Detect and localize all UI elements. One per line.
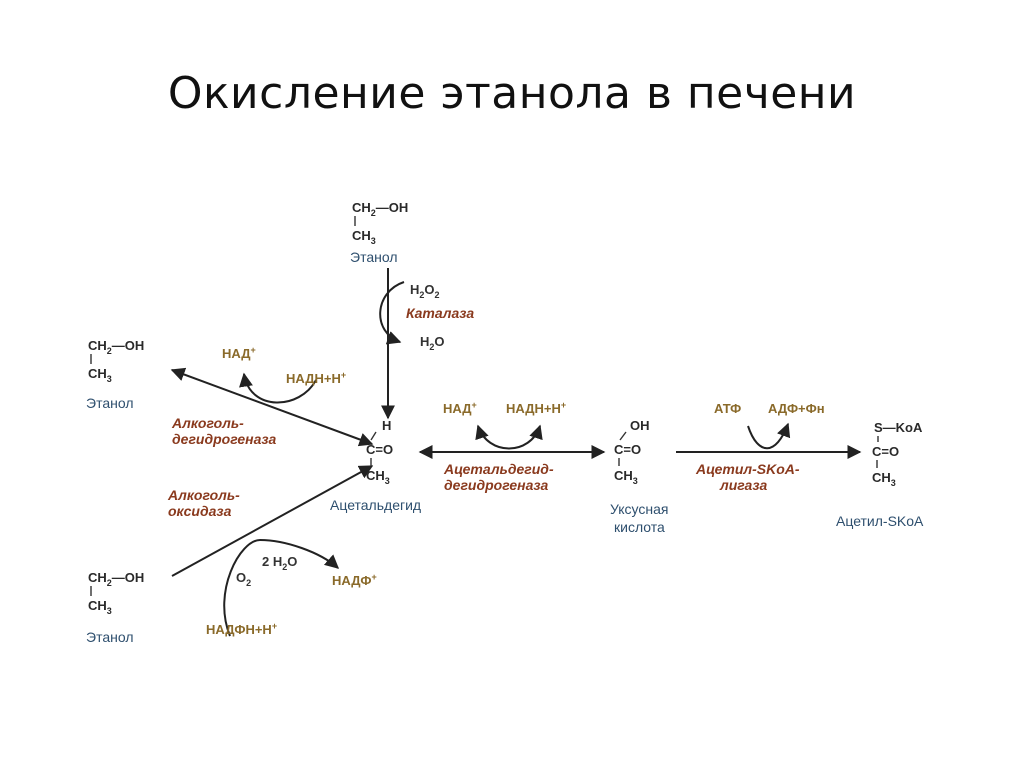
nad-label-adh: НАД+ [222,345,256,361]
acetyl-scoa-structure: S—KoA C=O CH3 Ацетил-SKoA [836,420,924,529]
enzyme-adh-line2: дегидрогеназа [172,431,277,447]
adh-arrow [170,367,374,447]
nadh-label-aldh: НАДН+Н+ [506,400,566,416]
enzyme-ligase-line2: лигаза [719,477,767,493]
bond [370,431,377,441]
nadh-label-adh: НАДН+Н+ [286,370,346,386]
enzyme-aldh-line1: Ацетальдегид- [443,461,554,477]
formula-ch3-acid: CH3 [614,468,638,486]
ethanol-label-top: Этанол [350,249,397,265]
formula-ch3-acetaldehyde: CH3 [366,468,390,486]
nad-label-aldh: НАД+ [443,400,477,416]
formula-ch2oh-left: CH2—OH [88,338,144,356]
oxidase-cofactor-arc [223,538,340,637]
acetic-acid-structure: OH C=O CH3 Уксусная кислота [610,418,669,535]
ethanol-structure-top: CH2—OH CH3 Этанол [350,200,408,265]
acetic-acid-label-1: Уксусная [610,501,669,517]
acetaldehyde-structure: H C=O CH3 Ацетальдегид [330,418,421,513]
o2-label: O2 [236,570,251,588]
ligase-cofactor-arc [747,422,791,450]
acetyl-scoa-label: Ацетил-SKoA [836,513,924,529]
enzyme-adh-line1: Алкоголь- [171,415,244,431]
catalase-cofactor-arc [379,281,405,345]
formula-ch3-top: CH3 [352,228,376,246]
enzyme-oxidase-line1: Алкоголь- [167,487,240,503]
atp-label: АТФ [714,401,741,416]
formula-ch3-left: CH3 [88,366,112,384]
two-h2o-label: 2 H2O [262,554,297,572]
nadp-label: НАДФ+ [332,572,377,588]
ethanol-structure-left: CH2—OH CH3 Этанол [86,338,144,411]
formula-ch3-bottom: CH3 [88,598,112,616]
h2o-label-top: H2O [420,334,445,352]
group-oh: OH [630,418,650,433]
ethanol-label-left: Этанол [86,395,133,411]
ethanol-structure-bottom: CH2—OH CH3 Этанол [86,570,144,645]
formula-c-o-scoa: C=O [872,444,899,459]
formula-ch2oh-top: CH2—OH [352,200,408,218]
h2o2-label: H2O2 [410,282,440,300]
group-s-koa: S—KoA [874,420,923,435]
nadph-label: НАДФН+Н+ [206,621,277,637]
bond [619,431,627,441]
enzyme-oxidase-line2: оксидаза [168,503,232,519]
slide-title: Окисление этанола в печени [167,68,857,119]
enzyme-aldh-line2: дегидрогеназа [444,477,549,493]
enzyme-ligase-line1: Ацетил-SKoA- [695,461,800,477]
formula-c-o-acid: C=O [614,442,641,457]
formula-ch3-scoa: CH3 [872,470,896,488]
adh-cofactor-arc [239,372,317,404]
enzyme-catalase: Каталаза [406,305,474,321]
adp-label: АДФ+Фн [768,401,825,416]
atom-h: H [382,418,391,433]
formula-c-o: C=O [366,442,393,457]
acetic-acid-label-2: кислота [614,519,665,535]
formula-ch2oh-bottom: CH2—OH [88,570,144,588]
ethanol-label-bottom: Этанол [86,629,133,645]
oxidase-arrow [171,465,374,577]
acetaldehyde-label: Ацетальдегид [330,497,421,513]
aldh-cofactor-arc [475,424,543,450]
